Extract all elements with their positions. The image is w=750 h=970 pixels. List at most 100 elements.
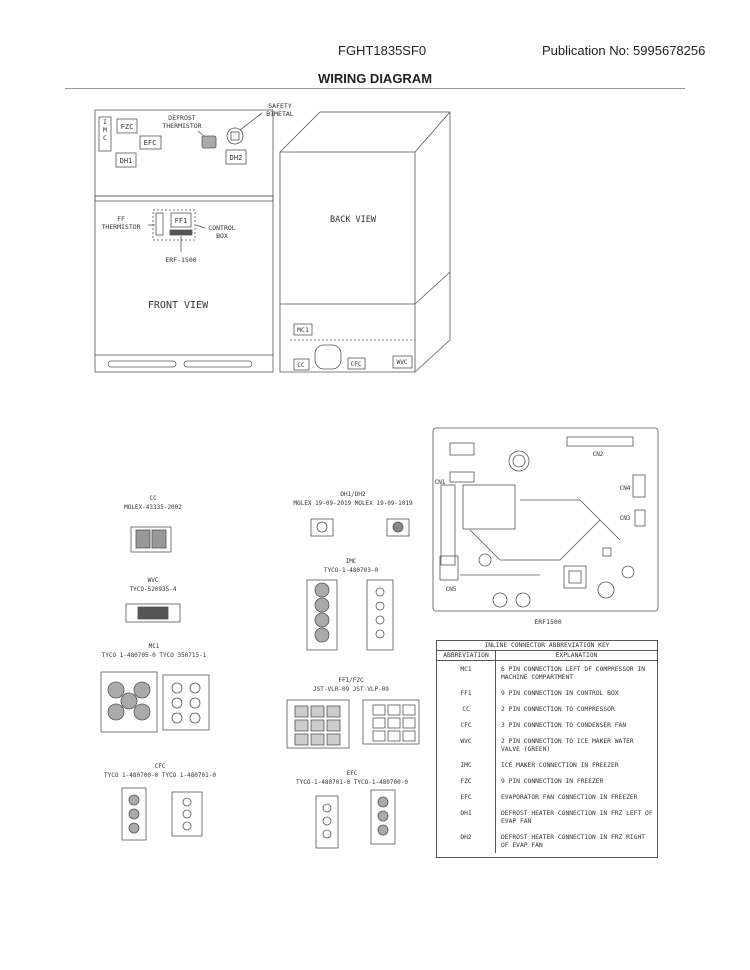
back-view-title: BACK VIEW <box>330 215 377 225</box>
table-row: DH1 DEFROST HEATER CONNECTION IN FRZ LEFT… <box>437 805 657 829</box>
table-row: CFC 3 PIN CONNECTION TO CONDENSER FAN <box>437 717 657 733</box>
dh1-box <box>115 152 137 168</box>
key-expl: 9 PIN CONNECTION IN FREEZER <box>501 778 604 785</box>
cn4-label: CN4 <box>620 485 631 492</box>
dh-connector-male <box>386 518 410 537</box>
wvc-connector-name: WVC <box>148 577 159 584</box>
cn5-connector <box>439 555 459 581</box>
cfc-label: CFC <box>351 361 362 368</box>
wvc-label: WVC <box>397 359 408 366</box>
imc-connector-part: TYCO-1-480703-0 <box>324 567 379 574</box>
cn1-label: CN1 <box>435 479 446 486</box>
imc-box <box>98 116 112 152</box>
mc1-connector-part: TYCO 1-480705-0 TYCO 350715-1 <box>102 652 207 659</box>
connector-efc: EFC TYCO-1-480701-0 TYCO-1-480700-0 <box>296 770 408 849</box>
connector-cfc: CFC TYCO 1-480700-0 TYCO 1-480701-0 <box>104 763 216 841</box>
key-expl: 2 PIN CONNECTION TO COMPRESSOR <box>501 706 615 713</box>
dh-connector-name: DH1/DH2 <box>340 491 366 498</box>
cfc-box <box>347 357 366 370</box>
mc1-connector-male <box>162 674 210 731</box>
board-outline <box>432 427 659 612</box>
efc-connector-name: EFC <box>347 770 358 777</box>
control-box <box>152 209 196 241</box>
efc-label: EFC <box>144 139 157 147</box>
wvc-connector-body <box>125 603 181 623</box>
connector-key-table: INLINE CONNECTOR ABBREVIATION KEY ABBREV… <box>436 640 658 858</box>
mc1-label: MC1 <box>297 326 309 334</box>
connector-dh: DH1/DH2 MOLEX 19-09-2019 MOLEX 19-09-101… <box>293 491 413 537</box>
cn3-label: CN3 <box>620 515 631 522</box>
key-abbr: DH1 <box>437 805 496 829</box>
efc-connector-male <box>315 795 339 849</box>
control-board: CN2 CN1 CN4 CN3 CN5 <box>432 427 659 612</box>
dh1-label: DH1 <box>120 157 133 165</box>
safety-bimetal <box>226 127 244 145</box>
cn2-connector <box>566 436 634 447</box>
ff1-connector-name: FF1/FZC <box>338 677 364 684</box>
transformer <box>462 484 516 530</box>
drawer-handle-left <box>107 360 177 368</box>
cfc-connector-male <box>171 791 203 837</box>
board-name-label: ERF1500 <box>534 618 561 626</box>
key-abbr: EFC <box>437 789 496 805</box>
cn3-connector <box>634 509 646 527</box>
cn2-label: CN2 <box>593 451 604 458</box>
buzzer <box>508 450 530 472</box>
mc1-connector-name: MC1 <box>149 643 160 650</box>
wvc-box <box>392 355 413 369</box>
key-abbr: DH2 <box>437 829 496 853</box>
ff-thermistor <box>155 212 164 236</box>
key-expl: 3 PIN CONNECTION TO CONDENSER FAN <box>501 722 627 729</box>
key-abbr: CC <box>437 701 496 717</box>
back-view: BACK VIEW MC1 CC CFC WVC <box>279 111 451 373</box>
cc-connector-body <box>130 526 172 553</box>
ff1-box <box>170 212 192 228</box>
table-row: CC 2 PIN CONNECTION TO COMPRESSOR <box>437 701 657 717</box>
key-header-row: ABBREVIATION EXPLANATION <box>437 651 657 661</box>
mullion <box>94 195 274 202</box>
erf-board <box>169 229 193 236</box>
efc-connector-part: TYCO-1-480701-0 TYCO-1-480700-0 <box>296 779 408 786</box>
wvc-connector-part: TYCO-520935-4 <box>130 586 177 593</box>
cn5-label: CN5 <box>446 586 457 593</box>
cc-box <box>293 358 310 371</box>
dh-connector-female <box>310 518 334 537</box>
front-view-title: FRONT VIEW <box>148 300 209 311</box>
erf-label: ERF-1500 <box>165 256 196 264</box>
connector-wvc: WVC TYCO-520935-4 <box>125 577 181 623</box>
defrost-thermistor <box>201 135 217 149</box>
connector-ff1-fzc: FF1/FZC JST-VLR-09 JST-VLP-09 <box>286 677 420 749</box>
page-title: WIRING DIAGRAM <box>317 71 433 86</box>
header-divider <box>65 88 685 89</box>
cfc-connector-part: TYCO 1-480700-0 TYCO 1-480701-0 <box>104 772 216 779</box>
efc-box <box>139 135 162 150</box>
fzc-box <box>116 118 138 134</box>
cn1-connector <box>440 484 456 566</box>
key-expl: 9 PIN CONNECTION IN CONTROL BOX <box>501 690 619 697</box>
connector-cc: CC MOLEX-43335-2002 <box>124 495 182 553</box>
dh2-label: DH2 <box>230 154 243 162</box>
key-expl: EVAPORATOR FAN CONNECTION IN FREEZER <box>501 794 638 801</box>
key-expl: 2 PIN CONNECTION TO ICE MAKER WATER VALV… <box>501 738 634 753</box>
connector-imc: IMC TYCO-1-480703-0 <box>306 558 394 651</box>
publication-number: Publication No: 5995678256 <box>542 43 706 58</box>
key-col-expl: EXPLANATION <box>555 652 598 659</box>
efc-connector-female <box>370 789 396 845</box>
key-expl: DEFROST HEATER CONNECTION IN FRZ LEFT OF… <box>501 810 653 825</box>
imc-connector-name: IMC <box>346 558 357 565</box>
key-abbr: CFC <box>437 717 496 733</box>
key-col-abbr: ABBREVIATION <box>437 651 496 660</box>
mc1-box <box>293 323 313 336</box>
key-title: INLINE CONNECTOR ABBREVIATION KEY <box>437 641 657 651</box>
relay <box>563 565 587 589</box>
dh-connector-part: MOLEX 19-09-2019 MOLEX 19-09-1019 <box>293 500 413 507</box>
fzc-label: FZC <box>121 123 134 131</box>
cfc-connector-female <box>121 787 147 841</box>
